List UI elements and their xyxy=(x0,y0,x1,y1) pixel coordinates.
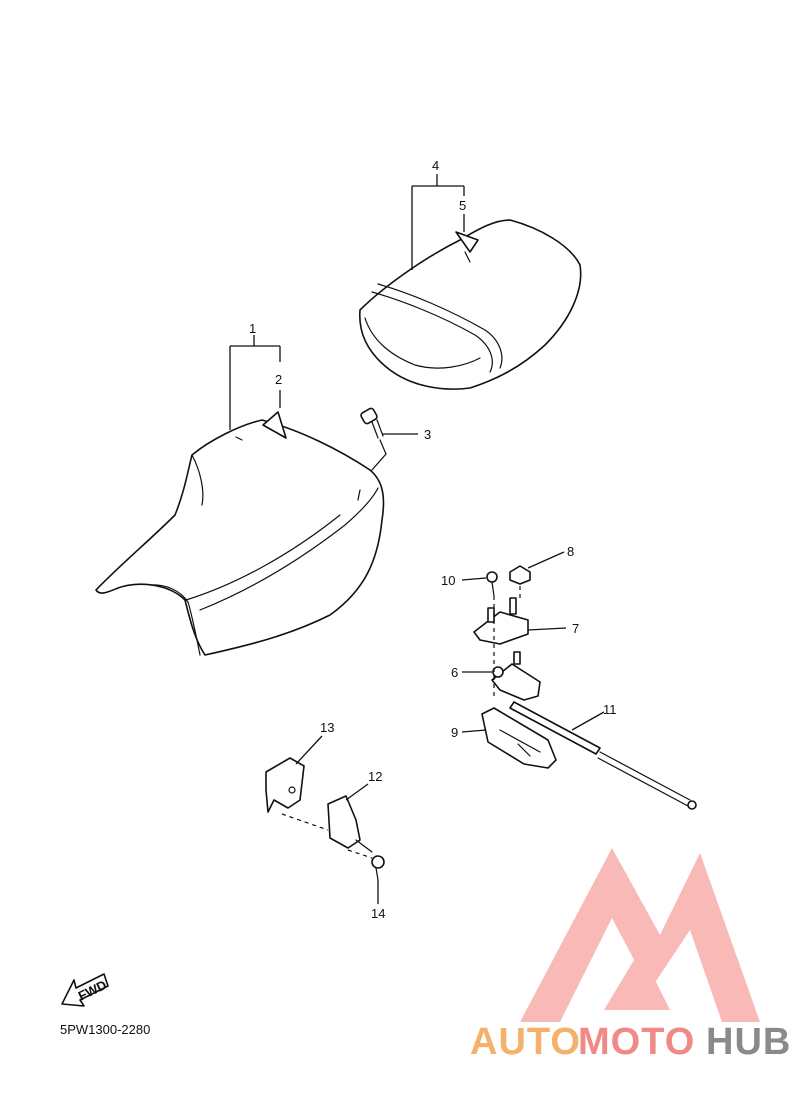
callout-14: 14 xyxy=(371,906,385,921)
callout-5: 5 xyxy=(459,198,466,213)
watermark-hub: HUB xyxy=(706,1021,791,1063)
diagram-code: 5PW1300-2280 xyxy=(60,1022,150,1037)
callout-7: 7 xyxy=(572,621,579,636)
callout-4: 4 xyxy=(432,158,439,173)
callout-11: 11 xyxy=(603,702,617,717)
bolt-14 xyxy=(371,855,385,881)
leader-lines xyxy=(229,174,605,904)
latch-12 xyxy=(327,795,373,853)
callout-13: 13 xyxy=(320,720,334,735)
callout-1: 1 xyxy=(249,321,256,336)
callout-10: 10 xyxy=(441,573,455,588)
callout-12: 12 xyxy=(368,769,382,784)
callout-9: 9 xyxy=(451,725,458,740)
callout-6: 6 xyxy=(451,665,458,680)
watermark-auto: AUTO xyxy=(470,1021,581,1063)
rear-seat xyxy=(359,219,582,390)
bracket-13 xyxy=(265,757,305,813)
bolt-3 xyxy=(360,407,384,439)
fwd-label: FWD xyxy=(76,977,109,1003)
watermark-moto: MOTO xyxy=(578,1021,695,1063)
seat-lock-assembly xyxy=(473,565,697,810)
watermark-logo xyxy=(520,848,760,1022)
callouts: 1 2 3 4 5 6 7 8 9 10 11 12 13 14 xyxy=(249,158,617,921)
watermark-text: AUTO MOTO HUB xyxy=(470,1021,791,1063)
front-seat xyxy=(95,411,385,656)
callout-3: 3 xyxy=(424,427,431,442)
fwd-arrow: FWD xyxy=(61,973,109,1007)
callout-2: 2 xyxy=(275,372,282,387)
callout-8: 8 xyxy=(567,544,574,559)
